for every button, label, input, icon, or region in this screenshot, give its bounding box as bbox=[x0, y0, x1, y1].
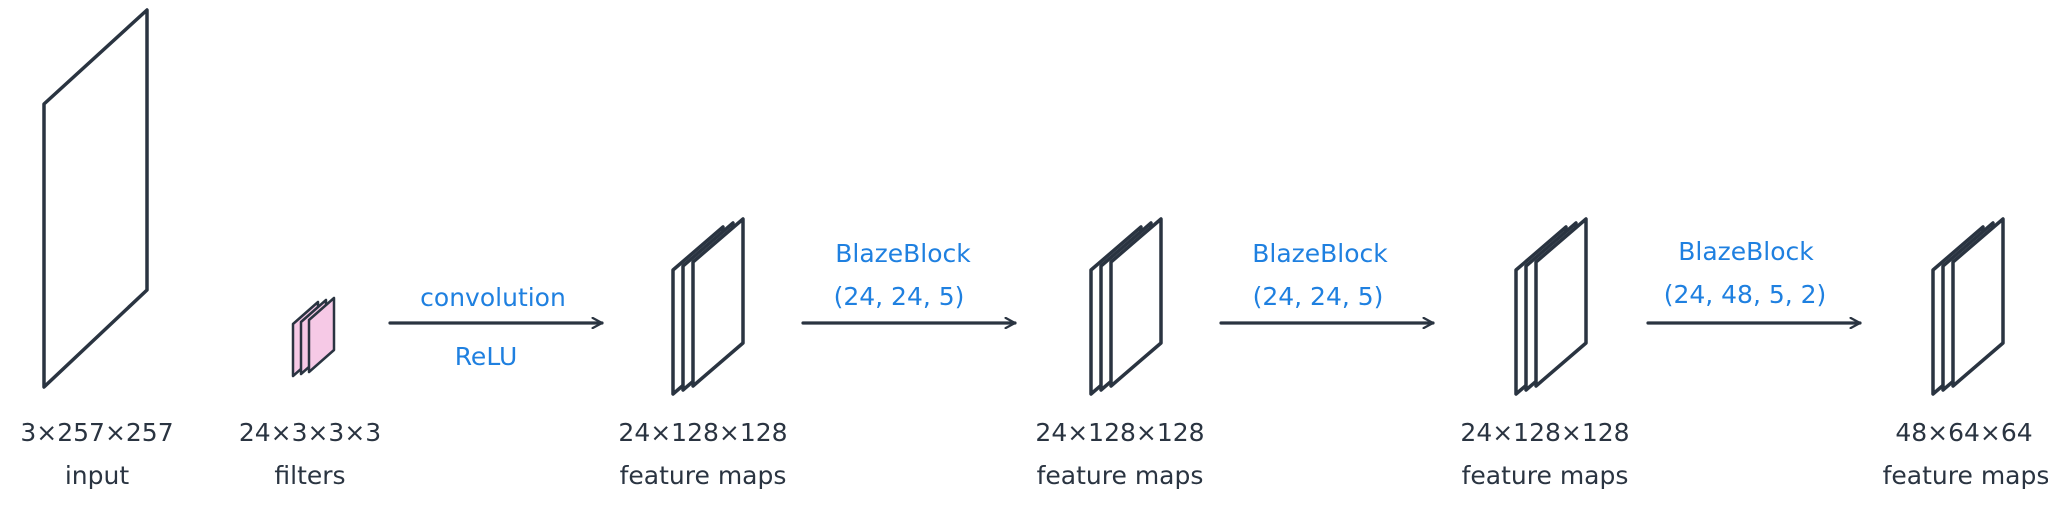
input-caption-label: input bbox=[65, 461, 130, 490]
input-dims-label: 3×257×257 bbox=[20, 418, 173, 447]
fm3-caption-label: feature maps bbox=[1462, 461, 1629, 490]
fm2-caption-label: feature maps bbox=[1037, 461, 1204, 490]
blazeblock-3-label: BlazeBlock bbox=[1678, 237, 1814, 266]
feature-maps-3 bbox=[1514, 217, 1588, 396]
filters-dims-label: 24×3×3×3 bbox=[239, 418, 381, 447]
blazeblock-1-label: BlazeBlock bbox=[835, 239, 971, 268]
fm4-dims-label: 48×64×64 bbox=[1895, 418, 2032, 447]
feature-maps-1 bbox=[671, 217, 745, 396]
filters-stack bbox=[291, 296, 336, 378]
feature-maps-2 bbox=[1089, 217, 1163, 396]
fm4-caption-label: feature maps bbox=[1883, 461, 2048, 490]
blazeblock-2-label: BlazeBlock bbox=[1252, 239, 1388, 268]
relu-label: ReLU bbox=[455, 342, 518, 371]
fm1-dims-label: 24×128×128 bbox=[618, 418, 787, 447]
convolution-label: convolution bbox=[420, 283, 566, 312]
fm1-caption-label: feature maps bbox=[620, 461, 787, 490]
fm3-dims-label: 24×128×128 bbox=[1460, 418, 1629, 447]
filters-caption-label: filters bbox=[274, 461, 345, 490]
fm2-dims-label: 24×128×128 bbox=[1035, 418, 1204, 447]
input-tensor bbox=[42, 8, 149, 389]
blazeblock-1-params: (24, 24, 5) bbox=[834, 282, 965, 311]
feature-maps-4 bbox=[1931, 217, 2005, 396]
blazeblock-2-params: (24, 24, 5) bbox=[1253, 282, 1384, 311]
blazeblock-3-params: (24, 48, 5, 2) bbox=[1664, 280, 1827, 309]
